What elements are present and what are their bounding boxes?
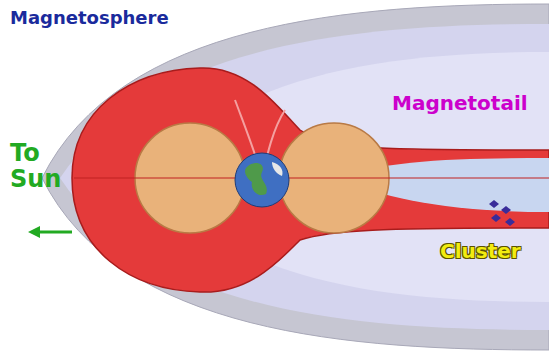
title-label: Magnetosphere: [10, 8, 169, 28]
region-label: Magnetotail: [392, 92, 528, 114]
sun-arrow: [36, 231, 72, 234]
direction-label: To Sun: [10, 140, 70, 193]
magnetosheath: [42, 4, 549, 350]
equator-line: [74, 178, 549, 179]
earth: [235, 153, 289, 207]
sun-arrowhead: [28, 226, 40, 238]
earth-land: [245, 163, 267, 195]
magnetosphere-body: [72, 68, 549, 292]
cluster-spacecraft: [489, 200, 515, 226]
spacecraft-label: Cluster: [440, 240, 521, 262]
earth-cloud: [272, 162, 283, 176]
magnetopause-band: [60, 24, 549, 330]
